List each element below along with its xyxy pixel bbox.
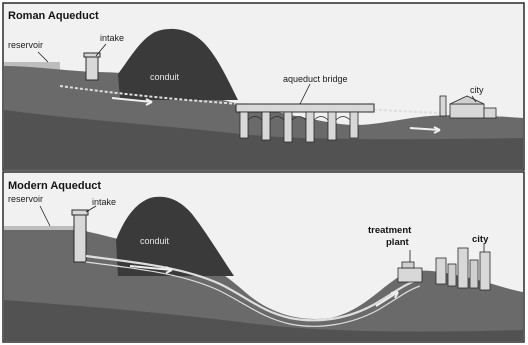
modern-intake-label: intake — [92, 197, 116, 207]
roman-panel-title: Roman Aqueduct — [8, 10, 99, 22]
treatment-label-line1: treatment — [368, 225, 412, 236]
roman-intake-tower — [86, 56, 98, 80]
modern-reservoir-label: reservoir — [8, 194, 43, 204]
roman-bridge-label: aqueduct bridge — [283, 74, 348, 84]
modern-intake-tower — [74, 214, 86, 262]
roman-aqueduct-panel: Roman Aqueduct reservoir intake conduit … — [3, 3, 524, 170]
roman-intake-label: intake — [100, 33, 124, 43]
roman-conduit-label: conduit — [150, 72, 180, 82]
modern-panel-title: Modern Aqueduct — [8, 180, 101, 192]
roman-city-label: city — [470, 85, 484, 95]
roman-reservoir-label: reservoir — [8, 40, 43, 50]
modern-city-label: city — [472, 234, 489, 245]
modern-conduit-label: conduit — [140, 236, 170, 246]
treatment-label-line2: plant — [386, 237, 410, 248]
modern-aqueduct-panel: Modern Aqueduct reservoir intake conduit… — [3, 172, 524, 342]
